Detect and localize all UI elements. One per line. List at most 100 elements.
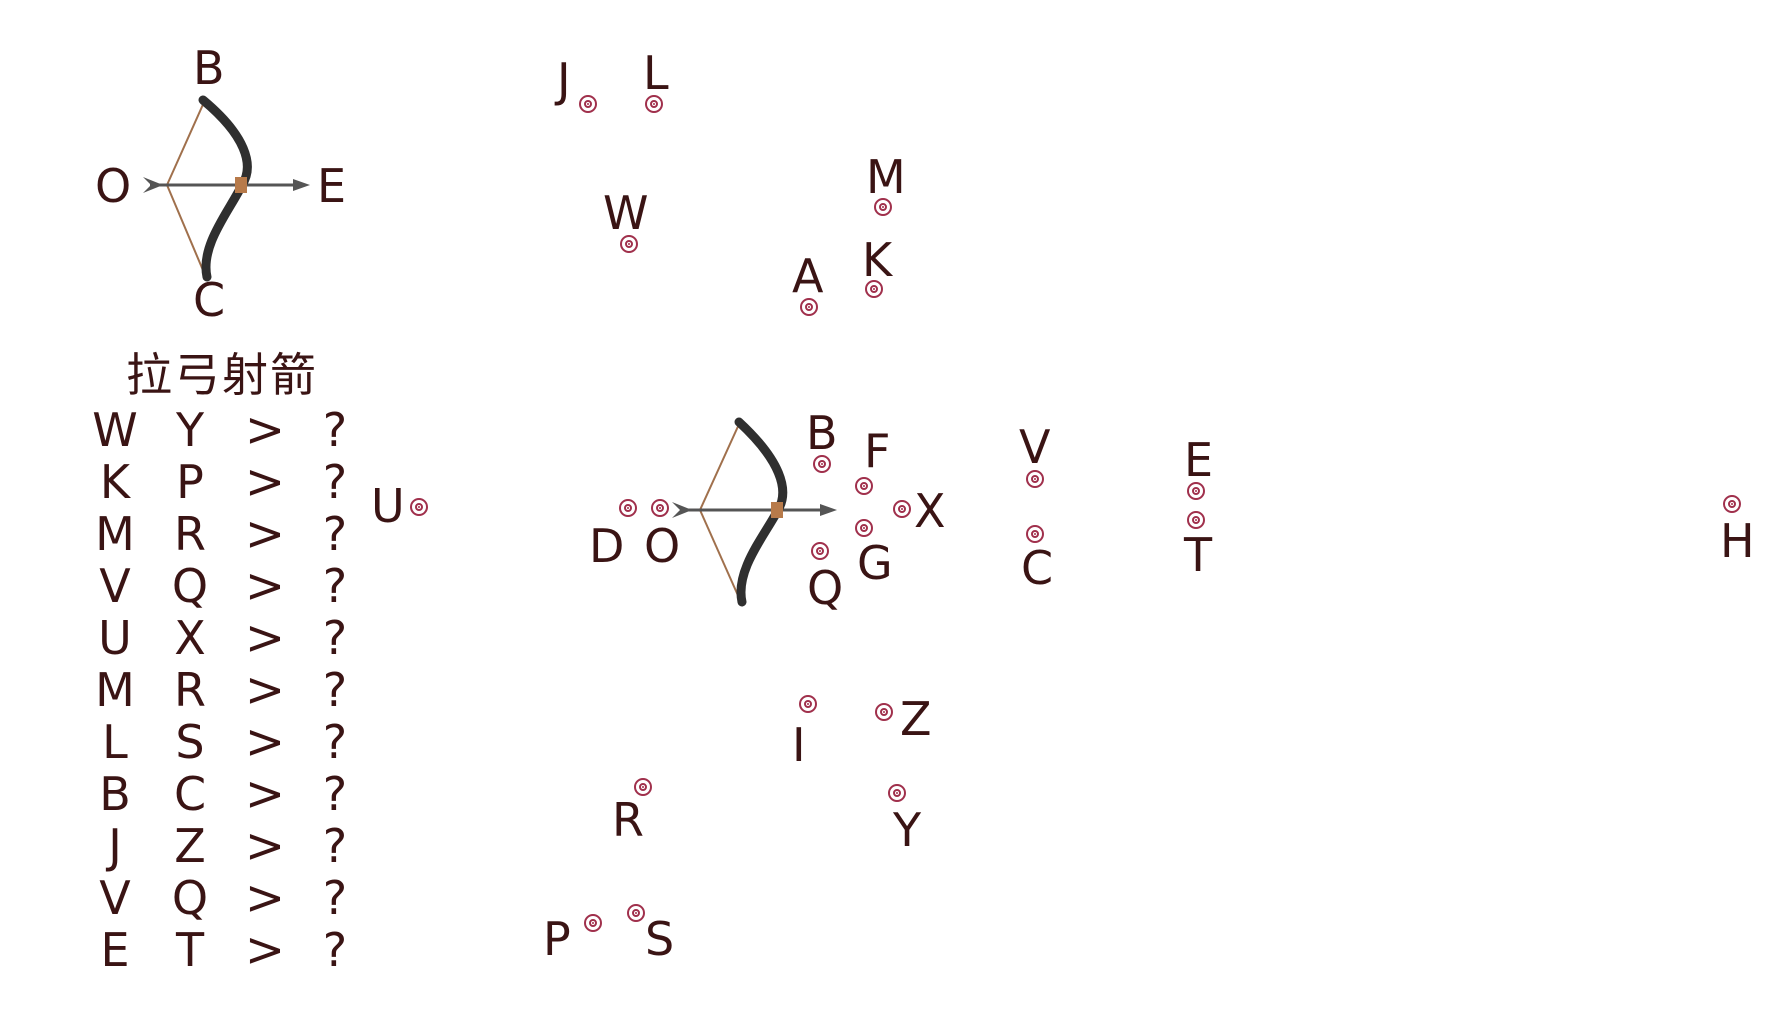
quiz-start-letter: W (92, 403, 138, 457)
target-label-i: I (792, 718, 806, 772)
quiz-start-letter: B (99, 767, 131, 821)
target-label-b: B (806, 406, 838, 460)
quiz-end-letter: X (174, 611, 206, 665)
target-t-icon[interactable] (1187, 511, 1205, 529)
target-o-icon[interactable] (651, 499, 669, 517)
quiz-row: M R > ? (80, 508, 360, 560)
quiz-arrow: > (244, 610, 286, 666)
target-label-l: L (643, 46, 669, 100)
target-l-icon[interactable] (645, 95, 663, 113)
quiz-answer[interactable]: ? (322, 715, 348, 769)
quiz-start-letter: M (95, 507, 135, 561)
quiz-start-letter: L (102, 715, 128, 769)
quiz-answer[interactable]: ? (322, 663, 348, 717)
quiz-row: V Q > ? (80, 872, 360, 924)
target-d-icon[interactable] (619, 499, 637, 517)
legend-bow: B O E C (95, 45, 350, 323)
quiz-start-letter: K (99, 455, 131, 509)
puzzle-title: 拉弓射箭 (126, 348, 318, 402)
quiz-answer[interactable]: ? (322, 507, 348, 561)
target-label-m: M (866, 150, 906, 204)
quiz-end-letter: C (173, 767, 207, 821)
quiz-arrow: > (244, 922, 286, 978)
target-label-y: Y (893, 803, 922, 857)
quiz-end-letter: P (176, 455, 204, 509)
target-label-q: Q (807, 561, 844, 615)
quiz-answer[interactable]: ? (322, 455, 348, 509)
target-v-icon[interactable] (1026, 470, 1044, 488)
target-label-c: C (1021, 541, 1054, 595)
target-label-v: V (1019, 420, 1051, 474)
quiz-row: V Q > ? (80, 560, 360, 612)
target-label-f: F (864, 424, 891, 478)
quiz-row: L S > ? (80, 716, 360, 768)
quiz-arrow: > (244, 714, 286, 770)
quiz-end-letter: Z (174, 819, 206, 873)
target-b-icon[interactable] (813, 455, 831, 473)
center-bow (660, 410, 860, 610)
target-u-icon[interactable] (410, 498, 428, 516)
quiz-start-letter: M (95, 663, 135, 717)
target-label-k: K (862, 233, 893, 287)
quiz-row: K P > ? (80, 456, 360, 508)
quiz-answer[interactable]: ? (322, 819, 348, 873)
target-label-o: O (644, 519, 681, 573)
target-f-icon[interactable] (855, 477, 873, 495)
target-c-icon[interactable] (1026, 525, 1044, 543)
target-p-icon[interactable] (584, 914, 602, 932)
target-label-h: H (1720, 514, 1755, 568)
target-e-icon[interactable] (1187, 482, 1205, 500)
quiz-start-letter: V (99, 871, 131, 925)
target-label-r: R (612, 793, 644, 847)
target-i-icon[interactable] (799, 695, 817, 713)
target-label-w: W (603, 186, 649, 240)
legend-right-letter: E (317, 159, 347, 213)
quiz-answer[interactable]: ? (322, 611, 348, 665)
target-y-icon[interactable] (888, 784, 906, 802)
quiz-start-letter: E (100, 923, 130, 977)
target-label-z: Z (900, 692, 932, 746)
quiz-end-letter: Y (175, 403, 205, 457)
target-label-p: P (543, 912, 571, 966)
target-label-j: J (557, 53, 571, 107)
quiz-arrow: > (244, 870, 286, 926)
quiz-arrow: > (244, 558, 286, 614)
target-label-x: X (914, 484, 946, 538)
target-j-icon[interactable] (579, 95, 597, 113)
target-x-icon[interactable] (893, 500, 911, 518)
quiz-arrow: > (244, 662, 286, 718)
target-m-icon[interactable] (874, 198, 892, 216)
quiz-end-letter: R (174, 507, 206, 561)
quiz-row: E T > ? (80, 924, 360, 976)
quiz-answer[interactable]: ? (322, 403, 348, 457)
target-h-icon[interactable] (1723, 495, 1741, 513)
quiz-end-letter: T (175, 923, 205, 977)
target-q-icon[interactable] (811, 542, 829, 560)
quiz-answer[interactable]: ? (322, 923, 348, 977)
target-label-s: S (645, 912, 675, 966)
target-z-icon[interactable] (875, 703, 893, 721)
quiz-arrow: > (244, 506, 286, 562)
quiz-row: W Y > ? (80, 404, 360, 456)
target-r-icon[interactable] (634, 778, 652, 796)
target-a-icon[interactable] (800, 298, 818, 316)
quiz-answer[interactable]: ? (322, 871, 348, 925)
target-label-e: E (1184, 433, 1214, 487)
quiz-answer[interactable]: ? (322, 559, 348, 613)
target-label-g: G (857, 536, 893, 590)
target-s-icon[interactable] (627, 904, 645, 922)
bow-and-arrow-icon (672, 417, 837, 607)
bow-and-arrow-icon (143, 95, 310, 282)
target-w-icon[interactable] (620, 235, 638, 253)
quiz-start-letter: J (108, 819, 122, 873)
quiz-row: M R > ? (80, 664, 360, 716)
quiz-end-letter: Q (171, 559, 209, 613)
target-k-icon[interactable] (865, 280, 883, 298)
quiz-answer[interactable]: ? (322, 767, 348, 821)
target-g-icon[interactable] (855, 519, 873, 537)
target-label-a: A (792, 249, 824, 303)
target-label-t: T (1184, 528, 1213, 582)
quiz-row: B C > ? (80, 768, 360, 820)
quiz-arrow: > (244, 402, 286, 458)
